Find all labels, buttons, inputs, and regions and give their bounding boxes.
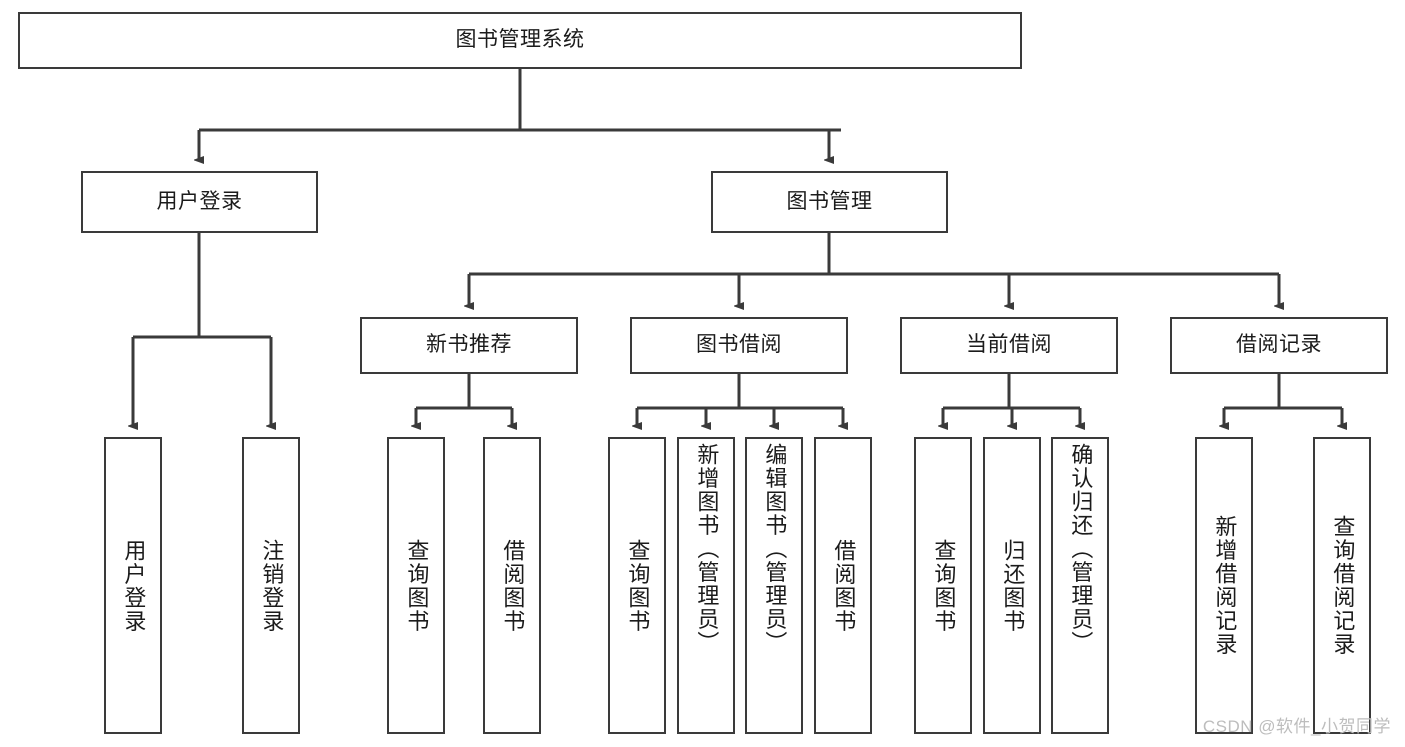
node-leaf-user-login-label: 用户登录 <box>121 538 147 633</box>
node-root[interactable]: 图书管理系统 <box>18 12 1022 69</box>
node-new-book-recommend[interactable]: 新书推荐 <box>360 317 578 374</box>
node-leaf-query-book-current[interactable]: 查询图书 <box>914 437 972 734</box>
node-leaf-add-borrow-record[interactable]: 新增借阅记录 <box>1195 437 1253 734</box>
node-leaf-query-book-recommend[interactable]: 查询图书 <box>387 437 445 734</box>
node-leaf-user-login[interactable]: 用户登录 <box>104 437 162 734</box>
node-borrow-record[interactable]: 借阅记录 <box>1170 317 1388 374</box>
node-leaf-query-book-borrow[interactable]: 查询图书 <box>608 437 666 734</box>
node-book-borrow-label: 图书借阅 <box>696 333 782 357</box>
node-leaf-return-book-label: 归还图书 <box>1000 538 1026 633</box>
node-leaf-return-book[interactable]: 归还图书 <box>983 437 1041 734</box>
node-leaf-confirm-return-admin-label: 确认归还（管理员） <box>1068 443 1094 655</box>
node-leaf-edit-book-admin-label: 编辑图书（管理员） <box>762 443 788 655</box>
node-leaf-query-borrow-record[interactable]: 查询借阅记录 <box>1313 437 1371 734</box>
node-leaf-add-book-admin-label: 新增图书（管理员） <box>694 443 720 655</box>
node-leaf-edit-book-admin[interactable]: 编辑图书（管理员） <box>745 437 803 734</box>
node-leaf-borrow-book-label: 借阅图书 <box>831 538 857 633</box>
node-leaf-confirm-return-admin[interactable]: 确认归还（管理员） <box>1051 437 1109 734</box>
node-root-label: 图书管理系统 <box>455 28 585 52</box>
node-user-login[interactable]: 用户登录 <box>81 171 318 233</box>
node-leaf-query-book-recommend-label: 查询图书 <box>404 538 430 633</box>
node-leaf-query-book-borrow-label: 查询图书 <box>625 538 651 633</box>
node-current-borrow[interactable]: 当前借阅 <box>900 317 1118 374</box>
node-new-book-recommend-label: 新书推荐 <box>426 333 512 357</box>
node-user-login-label: 用户登录 <box>156 189 243 213</box>
node-current-borrow-label: 当前借阅 <box>966 333 1052 357</box>
node-leaf-borrow-book-recommend[interactable]: 借阅图书 <box>483 437 541 734</box>
node-leaf-query-borrow-record-label: 查询借阅记录 <box>1330 515 1356 656</box>
node-leaf-add-borrow-record-label: 新增借阅记录 <box>1212 515 1238 656</box>
node-book-borrow[interactable]: 图书借阅 <box>630 317 848 374</box>
node-book-management-label: 图书管理 <box>786 189 873 213</box>
node-leaf-borrow-book[interactable]: 借阅图书 <box>814 437 872 734</box>
node-leaf-add-book-admin[interactable]: 新增图书（管理员） <box>677 437 735 734</box>
watermark-text: CSDN @软件_小贺同学 <box>1202 717 1391 736</box>
node-leaf-borrow-book-recommend-label: 借阅图书 <box>500 538 526 633</box>
node-borrow-record-label: 借阅记录 <box>1236 333 1322 357</box>
node-book-management[interactable]: 图书管理 <box>711 171 948 233</box>
node-leaf-logout-login-label: 注销登录 <box>259 538 285 633</box>
node-leaf-query-book-current-label: 查询图书 <box>931 538 957 633</box>
node-leaf-logout-login[interactable]: 注销登录 <box>242 437 300 734</box>
